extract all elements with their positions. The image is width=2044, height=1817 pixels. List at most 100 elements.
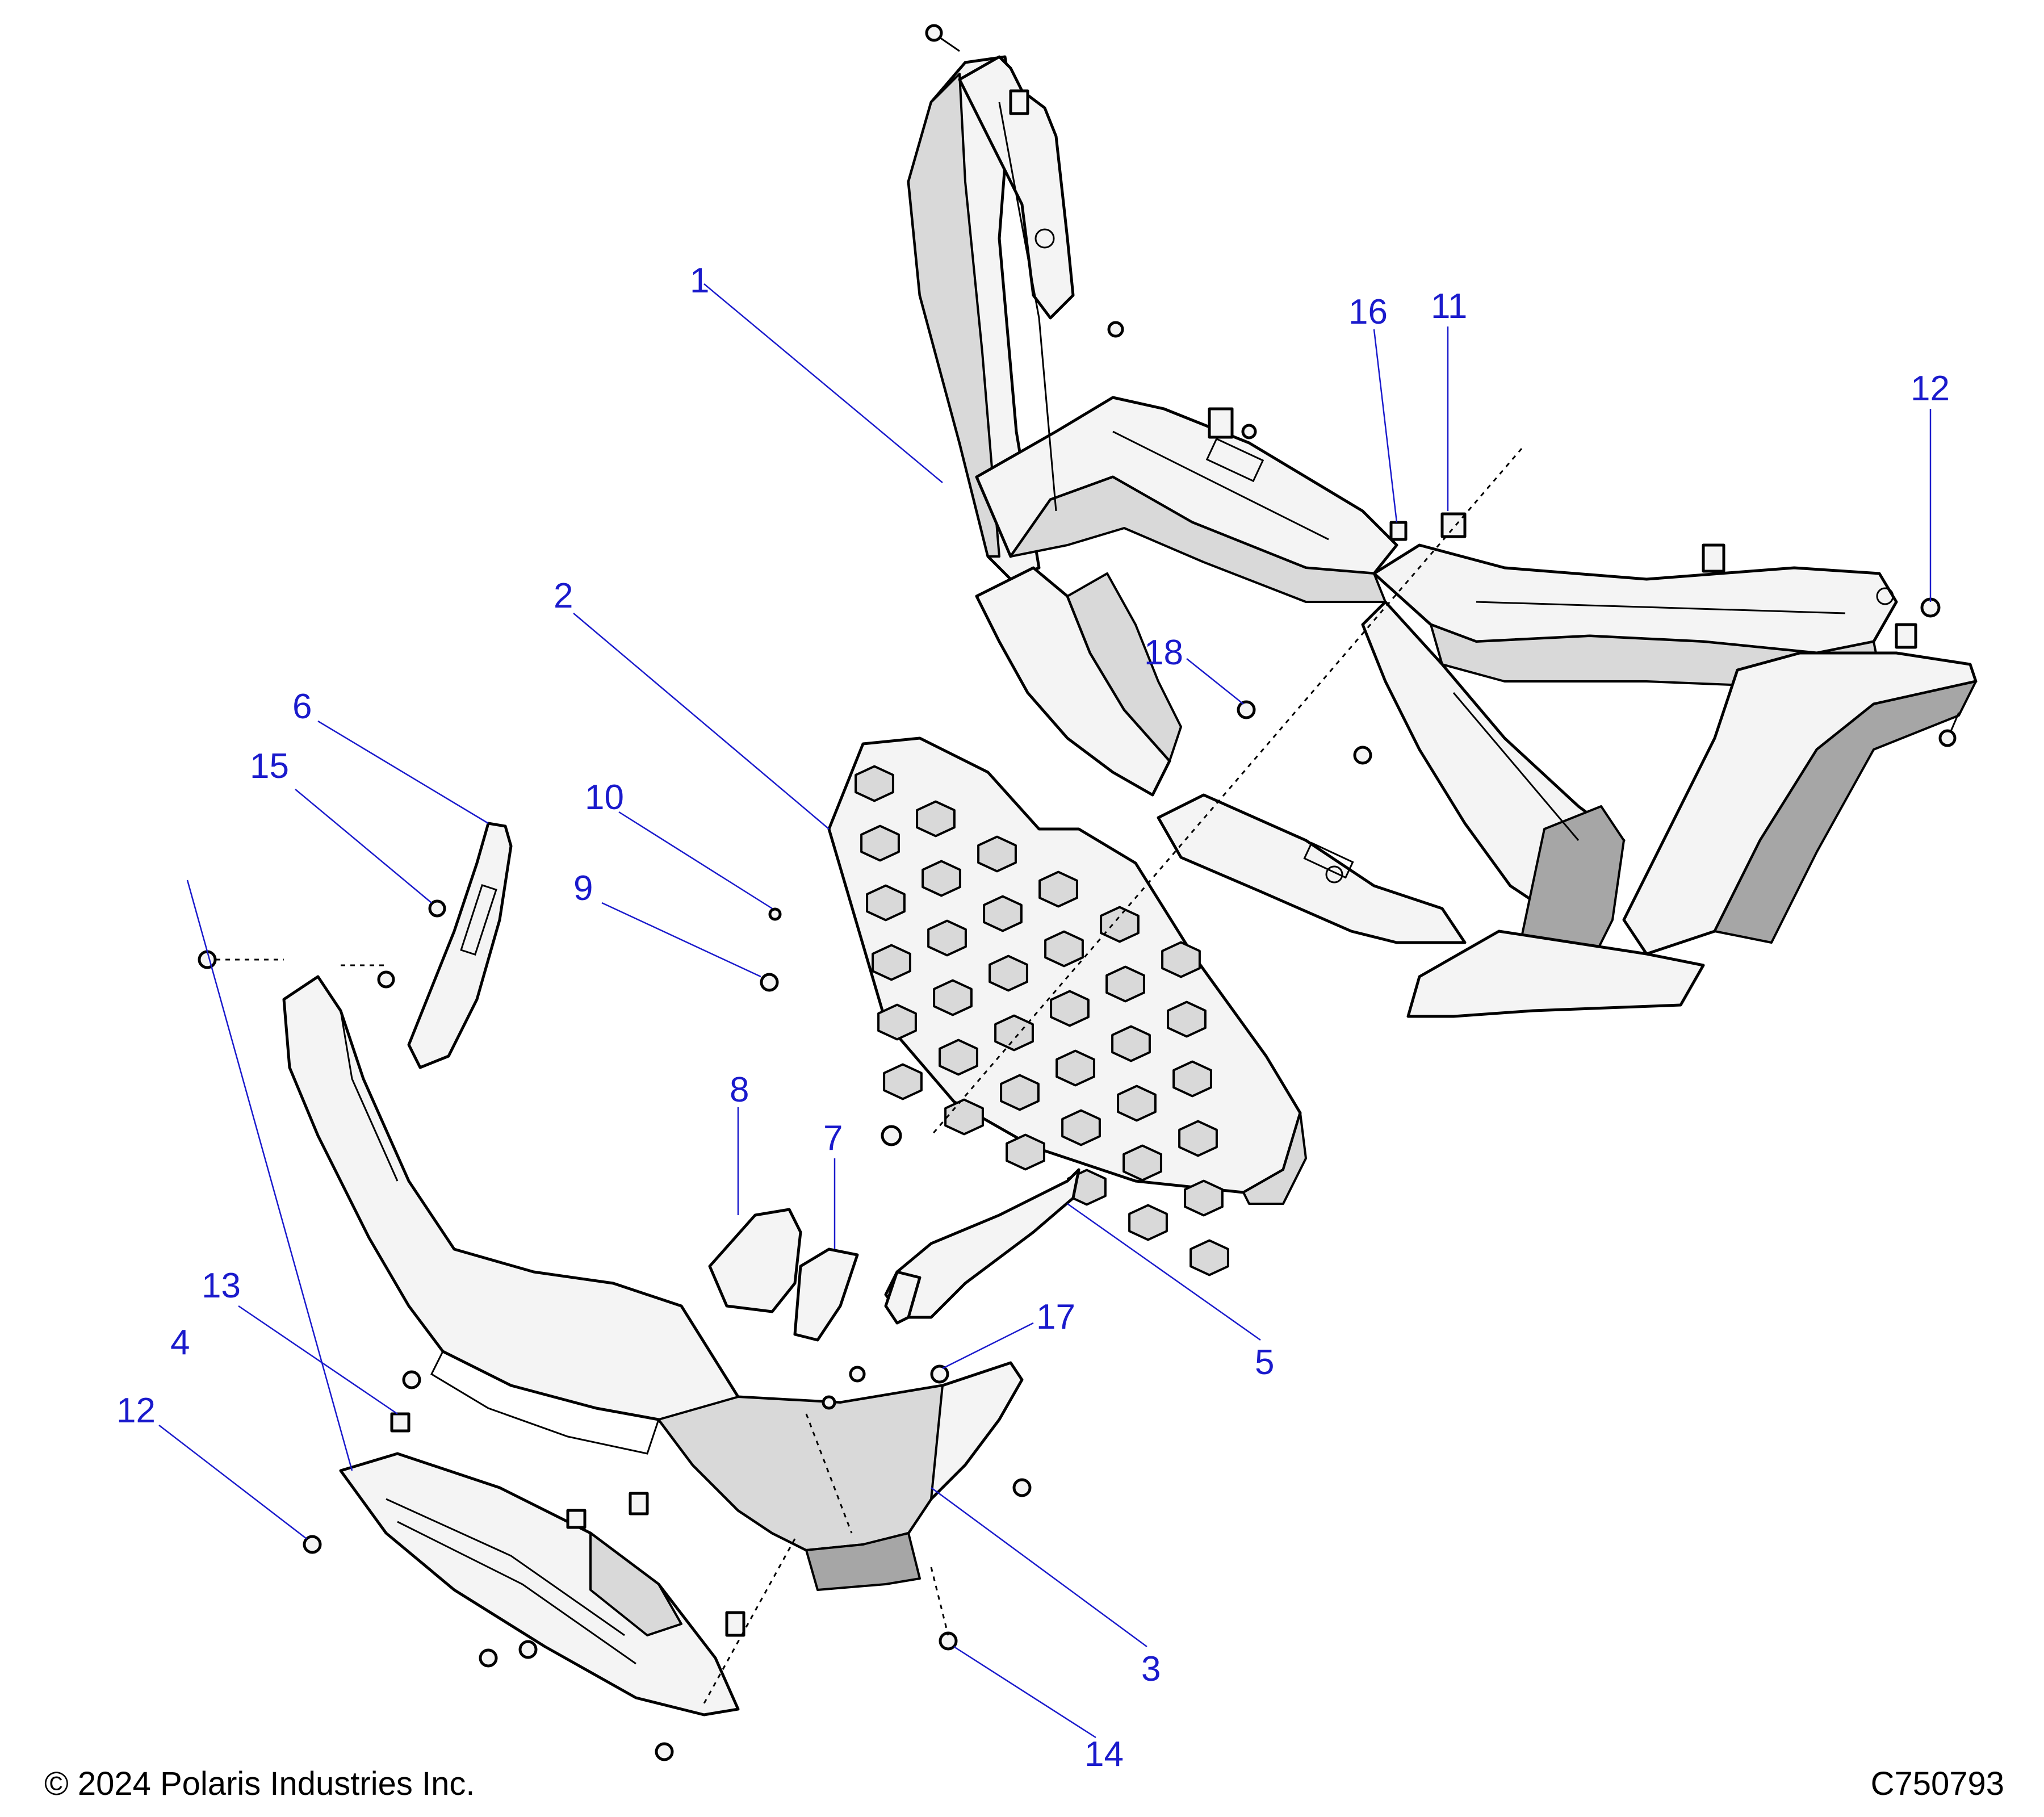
grille-cell [1044,930,1084,968]
grille-cell [989,954,1028,992]
grille-cell [1117,1085,1157,1122]
grille-cell [1061,1109,1101,1146]
callout-4: 4 [170,1323,190,1362]
callout-1: 1 [690,261,709,300]
part-11-clip [1440,512,1467,538]
part-13-clip [390,1412,411,1433]
screw-top [925,24,960,52]
grille-cell [977,835,1017,873]
callout-12b: 12 [116,1391,156,1430]
grille-cell [922,860,961,897]
clip-lower [725,1611,745,1637]
callout-5: 5 [1255,1343,1274,1382]
callout-16: 16 [1348,292,1388,332]
callout-6: 6 [292,687,312,726]
drawing-number: C750793 [1870,1765,2004,1802]
callout-8: 8 [730,1070,749,1110]
grille-cell [1111,1025,1151,1062]
part-7-bracket [793,1247,859,1342]
part-12-screw-bottom [303,1535,322,1554]
grille-cell [1167,1000,1207,1038]
callout-9: 9 [573,869,593,908]
frame-fasteners [925,24,1960,765]
nut-left [377,970,395,989]
clip-right [1702,543,1725,573]
grille-cell [994,1014,1034,1052]
callout-11: 11 [1431,287,1467,326]
lower-fasteners [198,899,1032,1761]
clip-panel-2 [629,1492,649,1515]
screw-panel-2 [518,1640,538,1659]
grille-cell [1178,1120,1218,1157]
grille-cell [983,895,1023,932]
part-5-right-bracket [884,1168,1080,1325]
grille-cell [855,765,894,802]
screw-bracket [849,1366,866,1383]
part-1-front-frame [907,55,1978,1018]
grille-cell [1050,990,1090,1027]
grille-cell [1105,965,1145,1003]
leader-lines [158,283,1932,1739]
screw-bumper [1012,1478,1032,1497]
grille-cell [1128,1204,1168,1241]
grille-cell [939,1039,978,1076]
clip-right-lower [1895,623,1917,649]
callout-18: 18 [1144,633,1183,672]
alignment-lines [216,448,1523,1704]
part-10-nut [768,907,782,921]
screw-right-lower [1938,712,1960,747]
grille-cell [866,884,906,922]
grille-cell [933,979,973,1016]
grille-cell [944,1098,984,1136]
callout-labels: 1 2 3 4 5 6 7 8 9 10 11 12 12 13 14 15 1… [116,261,1950,1774]
screw-left [198,950,217,969]
grille-cell [872,944,911,981]
bolt-upper [1241,424,1257,439]
clip-top [1009,89,1029,115]
part-6-left-bracket [407,822,513,1069]
screw-center [1353,746,1372,765]
grille-cell [877,1003,917,1041]
clip-upper [1208,407,1234,439]
grille-cell [1006,1133,1045,1171]
grille-cell [1189,1239,1229,1276]
callout-13: 13 [202,1266,241,1305]
screw-upper [1107,321,1124,338]
grille-cell [1100,906,1140,943]
fastener-grille [881,1125,902,1146]
part-15-screw [428,899,446,918]
push-pin [402,1370,421,1389]
part-4-lower-panel [339,1452,740,1716]
grille-cell [1161,941,1201,978]
clip-bracket [822,1395,836,1410]
part-16-clip [1389,521,1408,541]
part-3-bumper [282,975,1024,1591]
grille-cell [1000,1074,1040,1111]
screw-panel-1 [479,1648,498,1668]
callout-7: 7 [823,1119,843,1158]
part-9-fastener [760,973,779,992]
grille-cell [916,800,956,838]
part-14-screw [939,1631,958,1651]
part-8-bracket [708,1208,802,1313]
grille-cell [1055,1049,1095,1087]
grille-cell [860,824,900,862]
grille-cell [1122,1144,1162,1182]
clip-panel [566,1509,587,1529]
screw-panel-bottom [655,1742,674,1761]
callout-10: 10 [585,778,624,817]
callout-15: 15 [250,747,289,786]
callout-14: 14 [1084,1735,1124,1774]
part-18-screw [1237,700,1256,719]
grille-cell [927,919,967,957]
callout-17: 17 [1036,1297,1075,1337]
part-17-nut [930,1364,949,1384]
grille-cell [1172,1060,1212,1098]
grille-cell [1184,1179,1224,1217]
copyright-text: © 2024 Polaris Industries Inc. [44,1765,475,1802]
callout-12a: 12 [1911,369,1950,408]
grille-cell [1038,870,1078,908]
callout-3: 3 [1141,1649,1161,1689]
grille-cell [883,1063,923,1100]
